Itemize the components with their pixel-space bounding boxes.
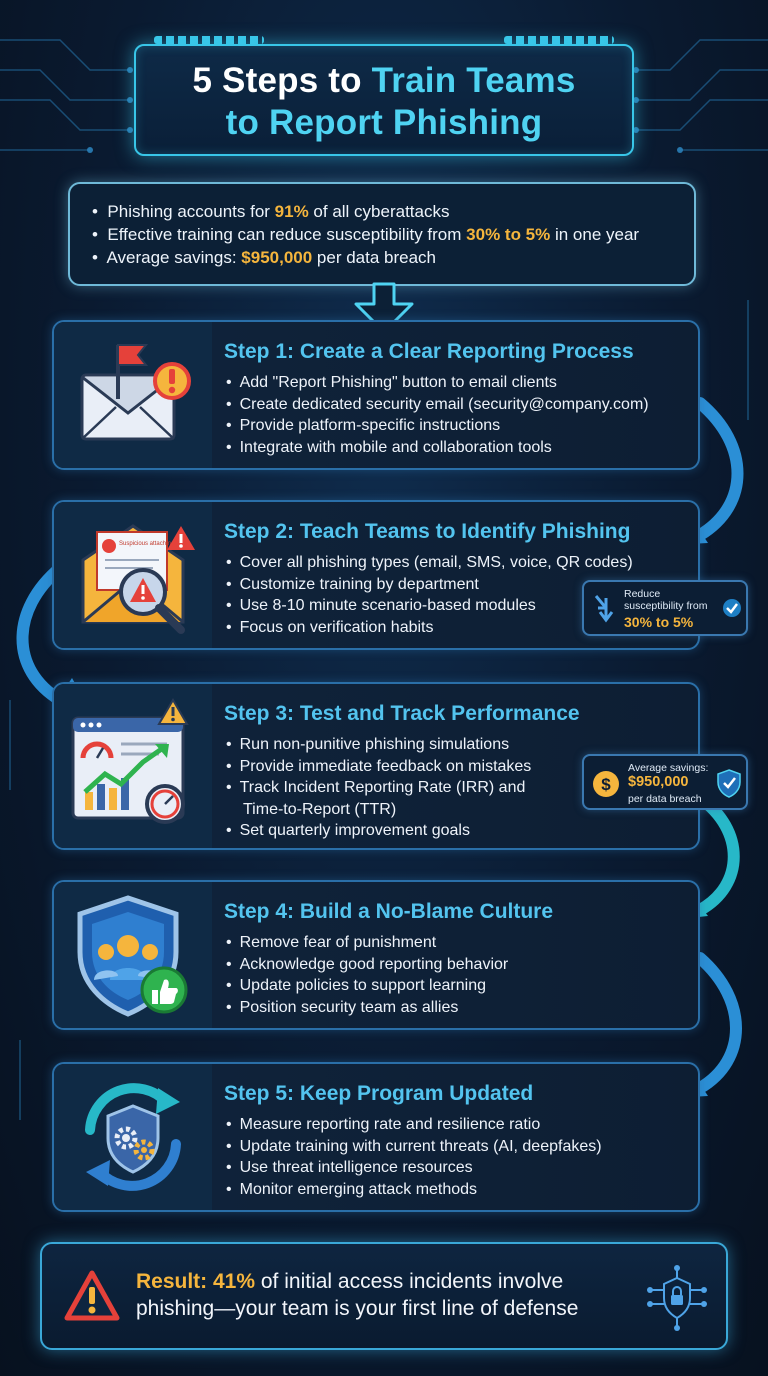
title-decor (504, 36, 614, 44)
trend-down-icon (594, 595, 614, 623)
list-item: Remove fear of punishment (226, 932, 508, 954)
callout-label: Average savings: (628, 762, 709, 774)
callout-label: Reduce (624, 588, 661, 600)
refresh-shield-gears-icon (54, 1064, 212, 1210)
callout-sublabel: per data breach (628, 793, 702, 805)
list-item-continuation: Time-to-Report (TTR) (243, 800, 397, 818)
step-2-list: Cover all phishing types (email, SMS, vo… (226, 552, 633, 638)
title-text-cyan: Train Teams (371, 61, 576, 100)
susceptibility-callout: Reduce susceptibility from 30% to 5% (582, 580, 748, 636)
step-5-title: Step 5: Keep Program Updated (224, 1082, 534, 1105)
step-4-list: Remove fear of punishment Acknowledge go… (226, 932, 509, 1019)
list-item: Provide immediate feedback on mistakes (226, 756, 532, 778)
page-title-line-1: 5 Steps to Train Teams (136, 60, 632, 102)
network-lock-icon (647, 1265, 707, 1331)
stat-average-savings: • Average savings: $950,000 per data bre… (92, 248, 437, 267)
dollar-coin-icon: $ (593, 771, 619, 797)
check-circle-icon (723, 599, 741, 617)
list-item: Update training with current threats (AI… (226, 1136, 602, 1158)
step-5-card: Step 5: Keep Program Updated Measure rep… (52, 1062, 700, 1212)
email-label: Suspicious attachments (119, 541, 182, 547)
list-item: Create dedicated security email (securit… (226, 394, 649, 416)
suspicious-email-magnifier-icon: Suspicious attachments (54, 502, 212, 648)
step-1-title: Step 1: Create a Clear Reporting Process (224, 340, 634, 363)
list-item: Customize training by department (226, 574, 633, 596)
page-title-line-2: to Report Phishing (225, 103, 543, 142)
step-5-list: Measure reporting rate and resilience ra… (226, 1114, 602, 1200)
result-highlight: Result: 41% (136, 1270, 256, 1293)
list-item: Add "Report Phishing" button to email cl… (226, 372, 649, 394)
key-stats-panel: • Phishing accounts for 91% of all cyber… (68, 182, 696, 286)
title-decor (154, 36, 264, 44)
step-1-list: Add "Report Phishing" button to email cl… (226, 372, 649, 458)
stat-phishing-share: • Phishing accounts for 91% of all cyber… (92, 202, 450, 221)
list-item: Use 8-10 minute scenario-based modules (226, 595, 633, 617)
shield-check-icon (717, 769, 741, 798)
list-item: Integrate with mobile and collaboration … (226, 437, 649, 459)
warning-triangle-icon (64, 1270, 120, 1321)
title-text-white: 5 Steps to (192, 61, 372, 100)
list-item: Provide platform-specific instructions (226, 415, 649, 437)
step-1-card: Step 1: Create a Clear Reporting Process… (52, 320, 700, 470)
callout-value: 30% to 5% (624, 614, 694, 630)
result-text-line-2: phishing—your team is your first line of… (136, 1297, 579, 1320)
list-item: Track Incident Reporting Rate (IRR) and (226, 777, 531, 799)
down-arrow-icon (354, 282, 414, 334)
list-item: Acknowledge good reporting behavior (226, 954, 509, 976)
result-text-line-1: of initial access incidents involve (255, 1270, 564, 1293)
callout-label: susceptibility from (624, 600, 708, 612)
step-4-title: Step 4: Build a No-Blame Culture (224, 900, 554, 923)
step-4-card: Step 4: Build a No-Blame Culture Remove … (52, 880, 700, 1030)
callout-value: $950,000 (628, 774, 689, 790)
list-item: Run non-punitive phishing simulations (226, 734, 531, 756)
svg-text:$: $ (601, 775, 611, 794)
performance-dashboard-icon (54, 684, 212, 848)
step-3-list: Run non-punitive phishing simulations Pr… (226, 734, 532, 842)
list-item: Use threat intelligence resources (226, 1157, 602, 1179)
result-text: Result: 41% of initial access incidents … (136, 1268, 578, 1322)
flagged-email-icon (54, 322, 212, 468)
savings-callout: $ Average savings: $950,000 per data bre… (582, 754, 748, 810)
list-item: Measure reporting rate and resilience ra… (226, 1114, 602, 1136)
list-item: Focus on verification habits (226, 617, 633, 639)
step-3-title: Step 3: Test and Track Performance (224, 702, 580, 725)
title-banner: 5 Steps to Train Teams to Report Phishin… (134, 36, 634, 156)
list-item: Set quarterly improvement goals (226, 820, 531, 842)
list-item: Update policies to support learning (226, 975, 508, 997)
list-item: Position security team as allies (226, 997, 508, 1019)
stat-training-reduction: • Effective training can reduce suscepti… (92, 225, 640, 244)
list-item: Monitor emerging attack methods (226, 1179, 602, 1201)
result-banner: Result: 41% of initial access incidents … (40, 1242, 728, 1350)
shield-team-thumbs-up-icon (54, 882, 212, 1028)
step-2-title: Step 2: Teach Teams to Identify Phishing (224, 520, 631, 543)
list-item: Cover all phishing types (email, SMS, vo… (226, 552, 633, 574)
